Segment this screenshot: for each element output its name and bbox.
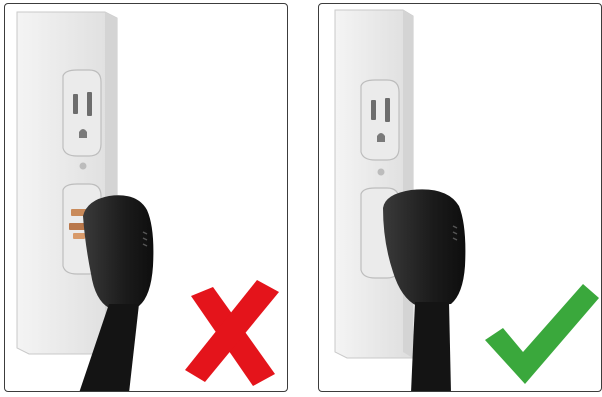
incorrect-insertion-illustration bbox=[5, 4, 288, 392]
green-checkmark-icon bbox=[485, 284, 599, 384]
wall-outlet-plate bbox=[335, 10, 413, 358]
correct-insertion-panel bbox=[318, 3, 602, 392]
red-x-icon bbox=[185, 280, 279, 386]
incorrect-insertion-panel bbox=[4, 3, 288, 392]
correct-insertion-illustration bbox=[319, 4, 602, 392]
power-cable bbox=[411, 302, 451, 392]
upper-receptacle bbox=[63, 70, 101, 170]
wall-outlet-plate bbox=[17, 12, 117, 354]
